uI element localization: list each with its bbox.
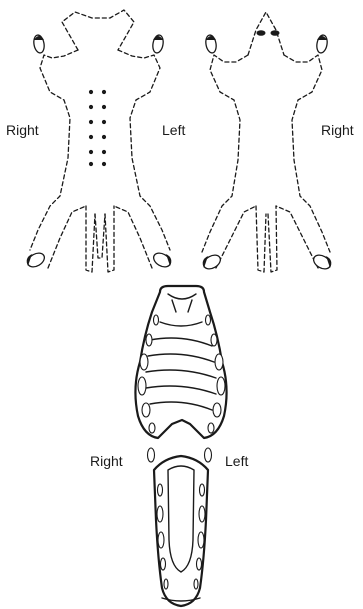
dorsal-spine-dots [89,90,106,166]
dorsal-claws [25,34,173,269]
upper-jaw-teeth [138,315,225,433]
ventral-right-label: Right [321,122,354,138]
lower-jaw [154,456,208,606]
jaw-right-label: Right [90,453,123,469]
dorsal-right-label: Right [6,122,39,138]
lower-jaw-teeth [157,484,205,589]
ventral-eyes [257,30,280,36]
dorsal-body-outline [30,10,170,272]
jaw-hinge-markers [148,448,212,462]
ventral-claws [201,34,333,271]
upper-jaw [135,286,226,438]
jaw-left-label: Left [225,453,248,469]
dorsal-left-label: Left [162,122,185,138]
ventral-body-outline [202,12,330,272]
